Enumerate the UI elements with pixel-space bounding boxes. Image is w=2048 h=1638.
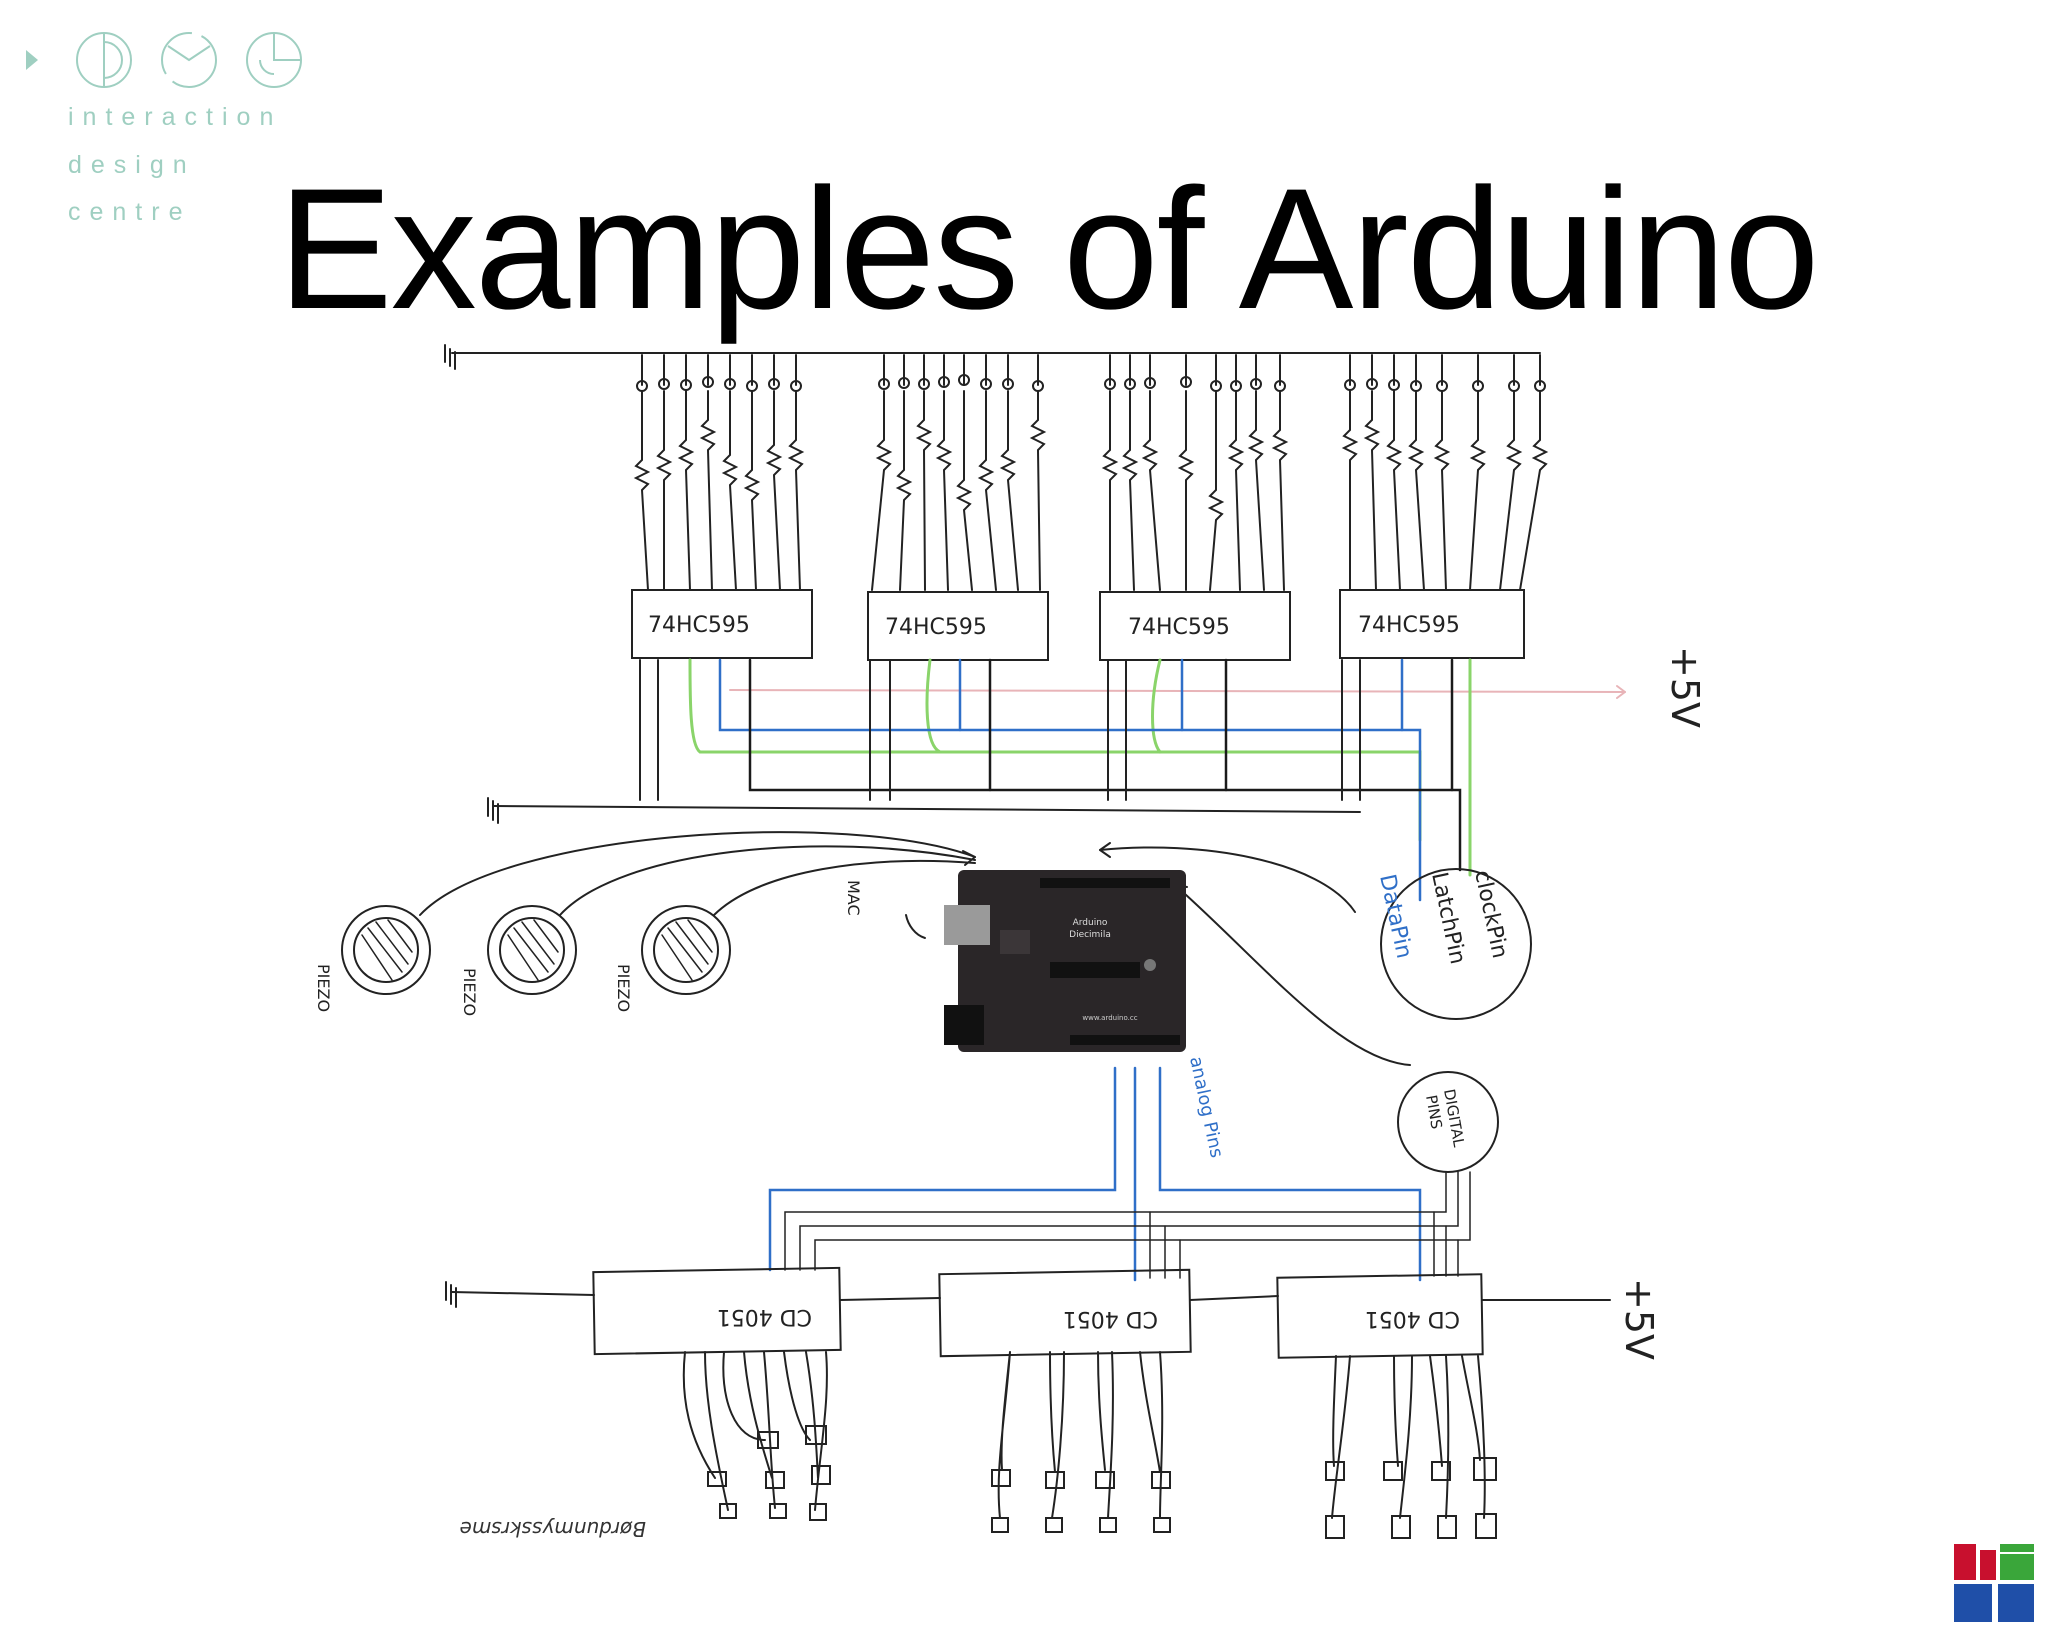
- idc-logo-mark: [26, 32, 302, 88]
- analog-wire-3: [1158, 1066, 1422, 1282]
- latch-pin-label: LatchPin: [1426, 870, 1470, 966]
- multiplexer-2: [938, 1268, 1192, 1358]
- pins-wire: [1099, 846, 1356, 913]
- clock-wire: [688, 658, 1422, 842]
- board-name: Arduino: [1073, 918, 1108, 928]
- piezo-wire-3: [713, 859, 976, 916]
- ground-symbol-bottom: [445, 1281, 457, 1308]
- select-wires: [784, 1171, 1471, 1271]
- shift-register-4-label: 74HC595: [1358, 613, 1460, 638]
- analog-wire-1: [768, 1066, 1117, 1272]
- idc-logo: interaction design centre: [18, 28, 328, 238]
- digital-header: [1040, 878, 1170, 888]
- led-resistor-group-4: [1341, 354, 1549, 591]
- arduino-schematic: Arduino Diecimila www.arduino.cc 74HC595…: [314, 344, 1707, 1541]
- mcu-chip: [1050, 962, 1140, 978]
- piezo-1: [341, 905, 431, 995]
- multiplexer-1-label: CD 4051: [717, 1304, 812, 1329]
- sensor-pads-1: [682, 1351, 831, 1521]
- piezo-2-label: PIEZO: [460, 968, 479, 1016]
- piezo-1-label: PIEZO: [314, 964, 333, 1012]
- pins-label: PINS: [1422, 1094, 1446, 1131]
- shift-register-2: [867, 591, 1049, 661]
- multiplexer-2-label: CD 4051: [1063, 1306, 1158, 1331]
- power-label-bottom: +5V: [1617, 1278, 1661, 1360]
- power-wire-top: [729, 689, 1626, 693]
- logo-word-centre: centre: [68, 198, 192, 226]
- piezo-wire-1: [419, 831, 976, 916]
- multiplexer-3: [1276, 1273, 1484, 1359]
- pins-circle: [1380, 868, 1532, 1020]
- multiplexer-1: [592, 1266, 842, 1356]
- analog-pins-label: analog Pins: [1185, 1055, 1227, 1160]
- logo-word-design: design: [68, 151, 196, 179]
- digital-pins-circle: [1397, 1071, 1499, 1173]
- shift-register-3: [1099, 591, 1291, 661]
- piezo-3: [641, 905, 731, 995]
- shift-register-2-label: 74HC595: [885, 615, 987, 640]
- shift-register-4: [1339, 589, 1525, 659]
- arduino-board: Arduino Diecimila www.arduino.cc: [944, 870, 1186, 1052]
- led-resistor-group-3: [1101, 354, 1289, 591]
- shift-register-1-label: 74HC595: [648, 613, 750, 638]
- clock-pin-label: clockPin: [1469, 868, 1512, 961]
- logo-word-interaction: interaction: [68, 103, 283, 131]
- shift-register-1: [631, 589, 813, 659]
- piezo-wire-2: [559, 845, 976, 916]
- digital-wire: [1174, 884, 1411, 1066]
- piezo-3-label: PIEZO: [614, 964, 633, 1012]
- university-logo: [1954, 1544, 2034, 1622]
- shift-register-3-label: 74HC595: [1128, 615, 1230, 640]
- sensor-pads-2: [991, 1351, 1171, 1533]
- signature: Børdunmysskrsme: [460, 1517, 646, 1541]
- mac-arrow: [905, 914, 926, 939]
- board-model: Diecimila: [1069, 930, 1111, 940]
- latch-wire: [748, 658, 1462, 872]
- board-url: www.arduino.cc: [1082, 1014, 1137, 1022]
- ground-symbol-middle: [487, 797, 499, 824]
- mac-label: MAC: [844, 880, 863, 916]
- multiplexer-3-label: CD 4051: [1365, 1306, 1460, 1331]
- power-label-top: +5V: [1663, 646, 1707, 728]
- led-resistor-group-1: [633, 354, 805, 591]
- analog-header: [1070, 1035, 1180, 1045]
- ground-symbol-top: [444, 344, 456, 370]
- data-wire: [718, 658, 1422, 902]
- slide-title: Examples of Arduino: [278, 153, 1820, 345]
- bottom-ground-wire: [451, 1291, 595, 1296]
- usb-connector: [944, 905, 990, 945]
- middle-ground-rail: [493, 805, 1361, 813]
- power-jack: [944, 1005, 984, 1045]
- piezo-2: [487, 905, 577, 995]
- led-resistor-group-2: [871, 354, 1047, 591]
- sensor-pads-3: [1325, 1355, 1497, 1539]
